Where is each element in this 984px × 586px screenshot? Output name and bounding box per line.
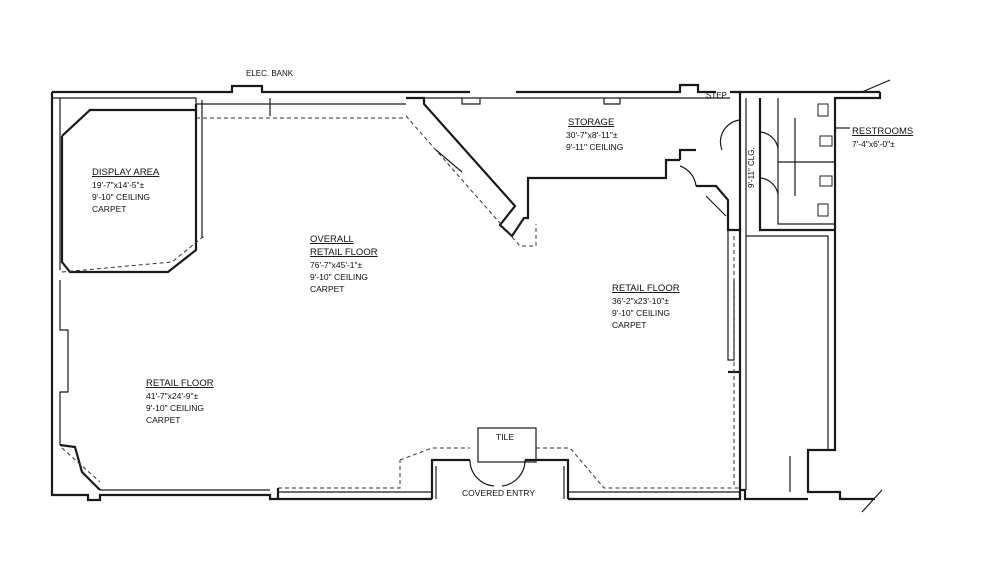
retail-right-dims: 36'-2"x23'-10"± — [612, 296, 669, 306]
retail-right-title: RETAIL FLOOR — [612, 283, 680, 294]
display-area-walls — [60, 100, 205, 274]
overall-title-1: OVERALL — [310, 234, 354, 245]
toilet-fixture — [817, 103, 829, 117]
storage-ceiling: 9'-11" CEILING — [566, 142, 623, 152]
retail-left-ceiling: 9'-10" CEILING — [146, 403, 204, 413]
retail-left-floor: CARPET — [146, 415, 180, 425]
overall-ceiling: 9'-10" CEILING — [310, 272, 368, 282]
display-area-ceiling: 9'-10" CEILING — [92, 192, 150, 202]
retail-right-floor: CARPET — [612, 320, 646, 330]
sink-fixture — [819, 135, 833, 147]
step-label: STEP — [706, 91, 727, 100]
outer-walls — [50, 79, 891, 513]
display-area-dims: 19'-7"x14'-5"± — [92, 180, 145, 190]
storage-title: STORAGE — [568, 117, 614, 128]
toilet-fixture — [817, 203, 829, 217]
display-area-floor: CARPET — [92, 204, 126, 214]
tile-area — [477, 427, 537, 463]
display-area-title: DISPLAY AREA — [92, 167, 160, 178]
covered-entry-label: COVERED ENTRY — [462, 488, 535, 498]
restrooms-title: RESTROOMS — [852, 126, 913, 137]
storage-dims: 30'-7"x8'-11"± — [566, 130, 618, 140]
covered-entry — [276, 427, 740, 499]
vestibule — [678, 92, 747, 490]
restrooms-dims: 7'-4"x6'-0"± — [852, 139, 895, 149]
clg-label: 9'-11" CLG. — [747, 147, 756, 188]
overall-floor: CARPET — [310, 284, 344, 294]
overall-dims: 76'-7"x45'-1"± — [310, 260, 363, 270]
sink-fixture — [819, 175, 833, 187]
retail-left-title: RETAIL FLOOR — [146, 378, 214, 389]
retail-left-dims: 41'-7"x24'-9"± — [146, 391, 199, 401]
restrooms — [758, 98, 850, 232]
corridor — [746, 235, 829, 492]
tile-label: TILE — [496, 432, 514, 442]
elec-bank-label: ELEC. BANK — [246, 69, 294, 78]
storage-walls — [196, 96, 730, 247]
retail-right-ceiling: 9'-10" CEILING — [612, 308, 670, 318]
overall-title-2: RETAIL FLOOR — [310, 247, 378, 258]
